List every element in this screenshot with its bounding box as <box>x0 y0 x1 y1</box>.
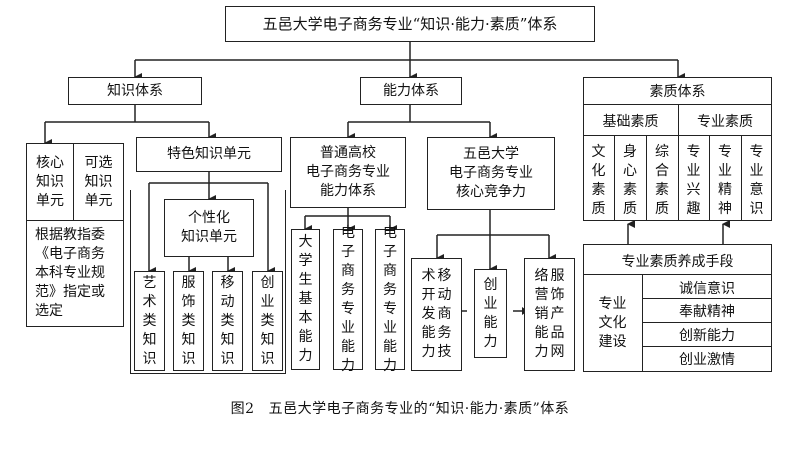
core-knowledge-unit: 核心 知识 单元 <box>26 143 74 221</box>
quality-item-interest-text: 专业兴趣 <box>686 144 701 217</box>
knowledge-system-node: 知识体系 <box>68 77 202 105</box>
quality-item-spirit: 专业精神 <box>709 143 741 219</box>
means-divider-1 <box>642 298 772 299</box>
core-knowledge-label: 核心 知识 单元 <box>36 154 64 209</box>
root-node: 五邑大学电子商务专业“知识·能力·素质”体系 <box>225 6 595 42</box>
startup-ability-text: 创业能力 <box>483 276 498 350</box>
knowledge-system-label: 知识体系 <box>107 82 163 99</box>
quality-item-mind-body: 身心素质 <box>614 143 646 219</box>
apparel-marketing-ability-node: 服饰产品网络营销能力 <box>524 258 575 371</box>
quality-divider-a <box>614 135 615 221</box>
special-knowledge-label: 特色知识单元 <box>167 146 251 162</box>
optional-knowledge-unit: 可选 知识 单元 <box>74 143 124 221</box>
quality-divider-2 <box>583 135 772 136</box>
core-competitiveness-label: 五邑大学 电子商务专业 核心竞争力 <box>449 146 533 200</box>
general-ability-item-1-text: 大学生基本能力 <box>298 234 313 364</box>
quality-item-interest: 专业兴趣 <box>678 143 709 219</box>
knowledge-unit-art: 艺术类知识 <box>134 271 165 371</box>
personalized-knowledge-node: 个性化 知识单元 <box>164 199 254 257</box>
quality-divider-mid <box>678 104 679 221</box>
means-divider-left <box>642 274 643 372</box>
basic-quality-label: 基础素质 <box>602 114 659 130</box>
quality-item-spirit-text: 专业精神 <box>718 144 732 217</box>
mobile-dev-ability-node: 移动商务技术开发能力 <box>411 258 462 371</box>
mobile-dev-ability-text: 移动商务技术开发能力 <box>421 268 452 360</box>
ability-system-node: 能力体系 <box>360 77 462 105</box>
means-item-4: 创业激情 <box>679 352 735 368</box>
means-item-1: 诚信意识 <box>679 281 735 297</box>
professional-quality-label: 专业素质 <box>697 114 753 130</box>
knowledge-unit-mobile: 移动类知识 <box>212 271 243 371</box>
knowledge-basis-label: 根据教指委 《电子商务 本科专业规 范》指定或 选定 <box>35 227 105 319</box>
means-item-2: 奉献精神 <box>679 304 735 320</box>
core-competitiveness-node: 五邑大学 电子商务专业 核心竞争力 <box>427 137 555 210</box>
quality-divider-c <box>709 135 710 221</box>
knowledge-unit-startup-text: 创业类知识 <box>260 274 275 367</box>
quality-system-label: 素质体系 <box>649 84 706 100</box>
means-divider-2 <box>642 322 772 323</box>
quality-item-culture-text: 文化素质 <box>591 144 606 217</box>
general-ability-node: 普通高校 电子商务专业 能力体系 <box>290 137 406 208</box>
special-knowledge-node: 特色知识单元 <box>136 137 282 172</box>
general-ability-item-2-text: 电子商务专业能力 <box>341 224 355 374</box>
means-culture-building: 专业 文化 建设 <box>598 296 627 350</box>
quality-item-culture: 文化素质 <box>583 143 614 219</box>
startup-ability-node: 创业能力 <box>474 269 507 358</box>
means-divider-3 <box>642 346 772 347</box>
means-divider-top <box>583 274 772 275</box>
knowledge-unit-mobile-text: 移动类知识 <box>220 274 235 367</box>
root-label: 五邑大学电子商务专业“知识·能力·素质”体系 <box>262 14 558 33</box>
quality-means-frame <box>583 244 772 372</box>
quality-item-awareness-text: 专业意识 <box>749 144 764 217</box>
general-ability-item-1: 大学生基本能力 <box>291 229 320 370</box>
figure-caption: 图2 五邑大学电子商务专业的“知识·能力·素质”体系 <box>0 398 800 418</box>
quality-divider-1 <box>583 104 772 105</box>
knowledge-basis-note: 根据教指委 《电子商务 本科专业规 范》指定或 选定 <box>26 221 124 327</box>
means-item-3: 创新能力 <box>679 328 735 344</box>
general-ability-item-2: 电子商务专业能力 <box>333 225 363 374</box>
quality-item-awareness: 专业意识 <box>741 143 772 219</box>
general-ability-item-3: 电子商务专业能力 <box>375 225 405 374</box>
knowledge-unit-startup: 创业类知识 <box>252 271 283 371</box>
general-ability-item-3-text: 电子商务专业能力 <box>383 224 397 374</box>
general-ability-label: 普通高校 电子商务专业 能力体系 <box>306 145 390 199</box>
knowledge-unit-apparel-text: 服饰类知识 <box>181 274 196 367</box>
knowledge-unit-art-text: 艺术类知识 <box>142 274 157 367</box>
quality-divider-b <box>646 135 647 221</box>
optional-knowledge-label: 可选 知识 单元 <box>84 154 113 209</box>
quality-means-label: 专业素质养成手段 <box>621 254 734 270</box>
ability-system-label: 能力体系 <box>383 82 439 99</box>
figure-caption-text: 五邑大学电子商务专业的“知识·能力·素质”体系 <box>268 401 570 417</box>
knowledge-unit-apparel: 服饰类知识 <box>173 271 204 371</box>
figure-number: 图2 <box>230 401 255 417</box>
quality-item-comprehensive-text: 综合素质 <box>655 144 669 217</box>
knowledge-units-frame <box>130 190 286 374</box>
personalized-knowledge-label: 个性化 知识单元 <box>181 210 237 245</box>
quality-divider-d <box>741 135 742 221</box>
quality-item-mind-body-text: 身心素质 <box>623 144 637 217</box>
apparel-marketing-ability-text: 服饰产品网络营销能力 <box>534 268 565 360</box>
quality-item-comprehensive: 综合素质 <box>646 143 678 219</box>
